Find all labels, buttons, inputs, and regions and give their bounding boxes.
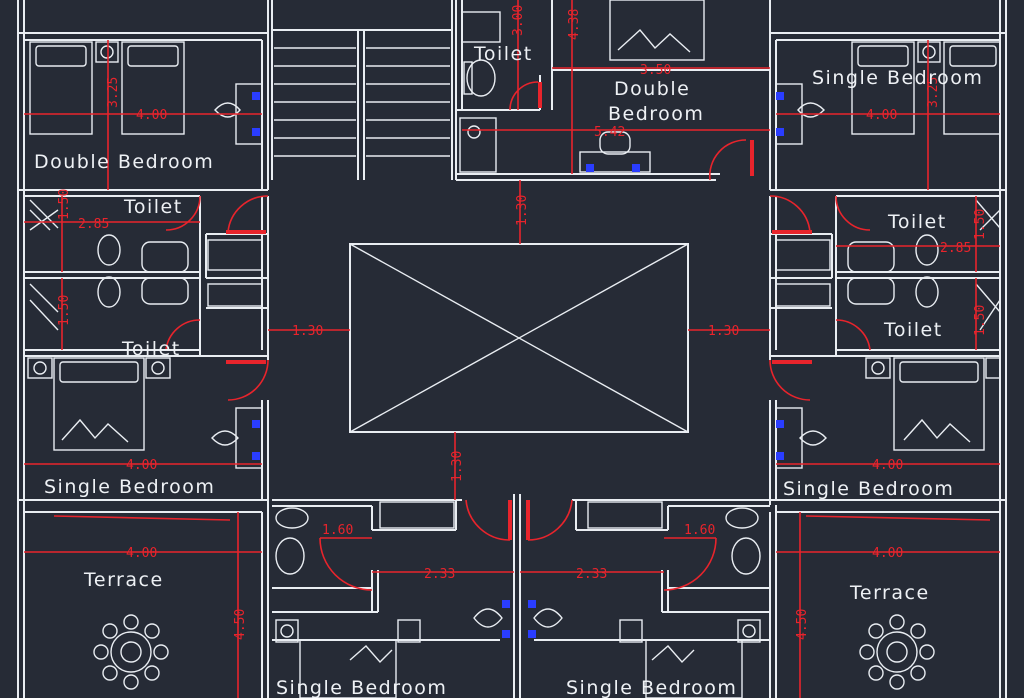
room-label-double-bedroom-top: Double <box>614 78 690 100</box>
bed-icon <box>121 41 185 135</box>
bed-icon <box>299 639 397 698</box>
room-label-single-bedroom: Single Bedroom <box>566 677 737 698</box>
dim-label: 1.30 <box>292 324 323 339</box>
bed-icon <box>29 41 93 135</box>
room-label-double-bedroom-top: Bedroom <box>608 103 704 125</box>
bed-icon <box>609 0 705 61</box>
room-labels: Double Bedroom Double Bedroom Toilet Sin… <box>34 43 983 698</box>
dim-label: 1.30 <box>450 451 465 482</box>
room-label-single-bedroom: Single Bedroom <box>44 476 215 498</box>
stair-treads <box>274 47 450 157</box>
dim-label: 4.00 <box>872 458 903 473</box>
dim-label: 1.50 <box>973 305 988 336</box>
dim-label: 3.00 <box>511 5 526 36</box>
room-label-double-bedroom: Double Bedroom <box>34 151 214 173</box>
toilet-icon <box>725 507 759 529</box>
dim-label: 1.50 <box>57 189 72 220</box>
dimension-labels: 4.00 3.25 3.00 4.38 3.50 5.42 4.00 3.25 … <box>57 5 988 640</box>
dim-label: 4.50 <box>795 609 810 640</box>
dim-label: 1.50 <box>973 209 988 240</box>
dim-label: 1.50 <box>57 295 72 326</box>
room-label-toilet: Toilet <box>887 211 947 233</box>
toilet-icon <box>915 276 939 308</box>
dim-label: 1.30 <box>515 195 530 226</box>
furniture <box>27 0 1001 698</box>
dim-label: 2.85 <box>78 217 109 232</box>
bed-icon <box>851 41 915 135</box>
dim-label: 4.00 <box>866 108 897 123</box>
bed-icon <box>53 357 145 451</box>
bed-icon <box>645 639 743 698</box>
dim-label: 1.60 <box>322 523 353 538</box>
dim-label: 3.25 <box>106 77 121 108</box>
toilet-icon <box>466 59 496 97</box>
dim-label: 5.42 <box>594 125 625 140</box>
room-label-toilet: Toilet <box>473 43 533 65</box>
dim-label: 2.85 <box>940 241 971 256</box>
dim-label: 3.50 <box>640 63 671 78</box>
room-label-single-bedroom: Single Bedroom <box>812 67 983 89</box>
dim-label: 4.00 <box>126 546 157 561</box>
table-icon <box>876 631 918 673</box>
toilet-icon <box>97 276 121 308</box>
room-label-terrace: Terrace <box>83 569 164 591</box>
dim-label: 2.33 <box>576 567 607 582</box>
dim-label: 1.30 <box>708 324 739 339</box>
doors <box>165 81 871 591</box>
dim-label: 3.25 <box>926 77 941 108</box>
dim-label: 4.50 <box>233 609 248 640</box>
toilet-icon <box>275 507 309 529</box>
toilet-icon <box>915 234 939 266</box>
room-label-toilet: Toilet <box>883 319 943 341</box>
dimension-lines <box>24 0 1000 698</box>
room-label-single-bedroom: Single Bedroom <box>276 677 447 698</box>
toilet-icon <box>97 234 121 266</box>
dim-label: 2.33 <box>424 567 455 582</box>
dim-label: 1.60 <box>684 523 715 538</box>
dim-label: 4.00 <box>136 108 167 123</box>
room-label-toilet: Toilet <box>123 196 183 218</box>
room-label-single-bedroom: Single Bedroom <box>783 478 954 500</box>
room-label-terrace: Terrace <box>849 582 930 604</box>
room-label-toilet: Toilet <box>121 338 181 360</box>
bed-icon <box>943 41 1001 135</box>
dim-label: 4.00 <box>872 546 903 561</box>
fixture-accents <box>252 92 784 638</box>
dim-label: 4.38 <box>567 9 582 40</box>
bed-icon <box>893 357 985 451</box>
table-icon <box>110 631 152 673</box>
dim-label: 4.00 <box>126 458 157 473</box>
